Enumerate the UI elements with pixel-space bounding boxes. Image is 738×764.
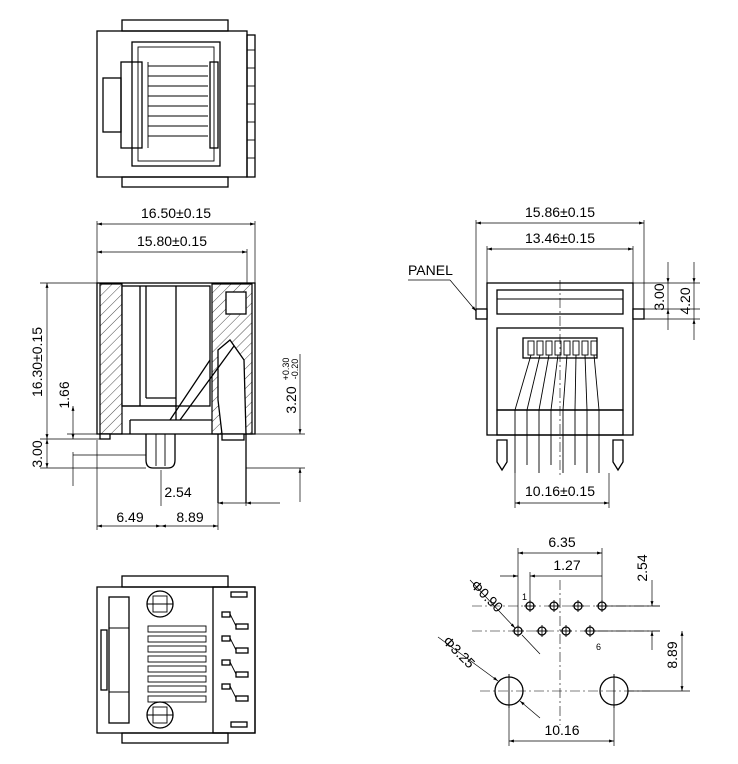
dim-side-pin-tol-minus: -0.20 — [290, 359, 300, 380]
dim-footprint-1016: 10.16 — [544, 722, 579, 738]
dim-front-width-outer: 15.86±0.15 — [525, 204, 595, 220]
dim-footprint-889: 8.89 — [664, 641, 680, 668]
dim-footprint-hole-small: Φ0.90 — [468, 577, 507, 616]
bottom-view-contacts — [147, 625, 207, 703]
dim-side-height: 16.30±0.15 — [29, 327, 45, 397]
dim-front-420: 4.20 — [677, 287, 693, 314]
bottom-view — [96, 575, 256, 744]
dim-footprint-635: 6.35 — [548, 534, 575, 550]
bottom-view-pins — [221, 591, 249, 728]
dim-side-width-inner: 15.80±0.15 — [137, 233, 207, 249]
dim-footprint-254: 2.54 — [634, 554, 650, 581]
dim-side-pin-tol-plus: +0.30 — [281, 358, 291, 381]
dim-side-889: 8.89 — [176, 509, 203, 525]
front-view — [475, 280, 645, 478]
dim-footprint-127: 1.27 — [553, 557, 580, 573]
dim-front-pin-span: 10.16±0.15 — [525, 483, 595, 499]
front-view-dimensions: 15.86±0.15 13.46±0.15 PANEL 3.00 4.20 10… — [408, 204, 700, 508]
footprint-dimensions: 6.35 1.27 2.54 8.89 Φ0.90 Φ3.25 10.16 — [437, 534, 690, 746]
top-view-contacts — [147, 62, 208, 148]
pin-1-label: 1 — [522, 592, 527, 602]
dim-front-width-inner: 13.46±0.15 — [525, 230, 595, 246]
panel-label: PANEL — [408, 262, 453, 278]
dim-side-254: 2.54 — [164, 484, 191, 500]
front-view-pins — [514, 410, 600, 473]
dim-side-width-outer: 16.50±0.15 — [141, 205, 211, 221]
front-view-contacts — [514, 340, 600, 411]
top-view — [96, 19, 256, 188]
side-view-dimensions: 16.50±0.15 15.80±0.15 16.30±0.15 1.66 3.… — [29, 205, 305, 530]
dim-side-166: 1.66 — [56, 381, 72, 408]
dim-side-649: 6.49 — [116, 509, 143, 525]
footprint: 1 6 — [472, 580, 660, 725]
pin-6-label: 6 — [596, 642, 601, 652]
footprint-small-holes — [512, 600, 608, 637]
dim-side-300: 3.00 — [29, 440, 45, 467]
dim-front-300: 3.00 — [651, 283, 667, 310]
side-view — [96, 282, 256, 503]
top-view-side-ribs — [247, 49, 255, 159]
dim-side-pin-length: 3.20 — [283, 386, 299, 413]
